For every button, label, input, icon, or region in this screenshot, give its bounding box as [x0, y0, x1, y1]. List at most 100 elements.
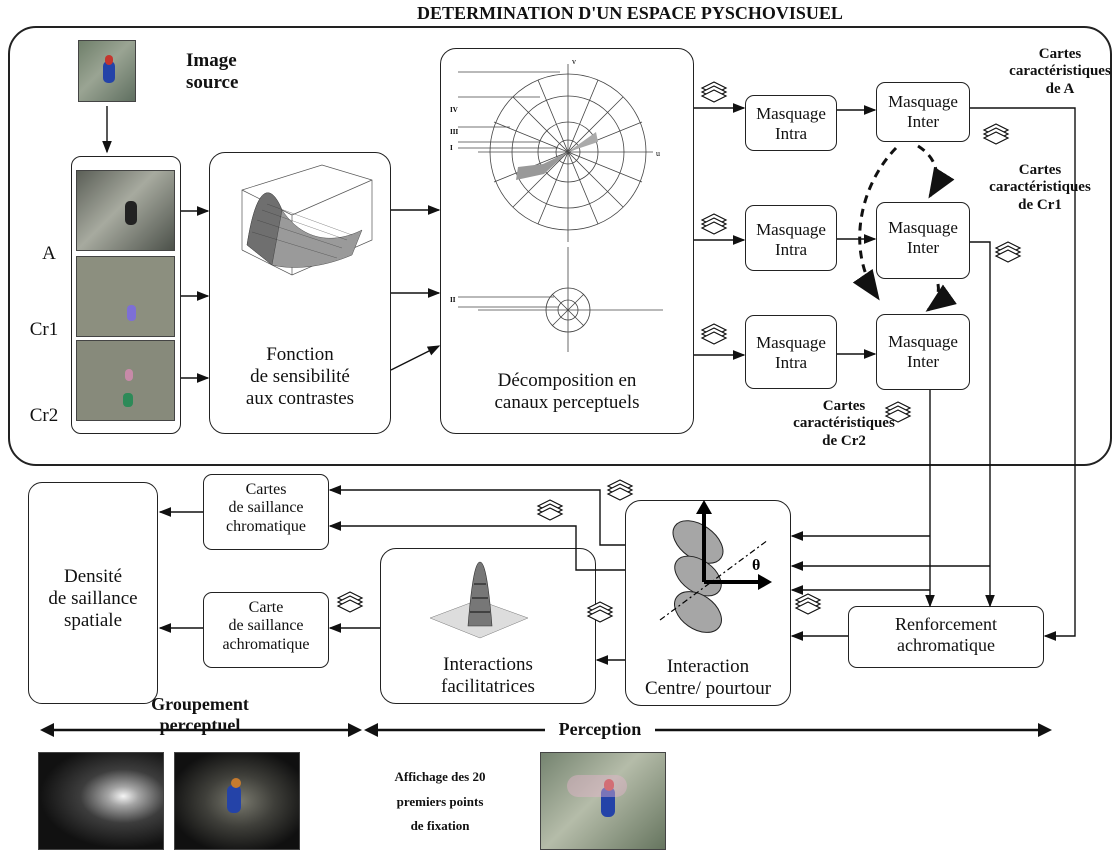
- chromatic-saliency-maps-line2: de saillance: [228, 499, 304, 517]
- csf-label-line2: de sensibilité: [250, 365, 350, 387]
- feature-maps-cr1-line2: caractéristiques: [989, 179, 1091, 196]
- achromatic-reinforcement-line1: Renforcement: [895, 614, 997, 634]
- facilitating-interactions-line2: facilitatrices: [441, 675, 535, 697]
- ring-iv-label: IV: [450, 106, 458, 114]
- saliency-overlay-image: [174, 752, 300, 850]
- ring-ii-label: II: [450, 296, 456, 304]
- masking-intra-cr2-box: [745, 315, 837, 389]
- feature-maps-a-line3: de A: [1045, 80, 1075, 97]
- fixation-points-line1: Affichage des 20: [394, 769, 486, 784]
- spatial-saliency-density-line2: de saillance: [48, 587, 138, 609]
- masking-intra-a-box: [745, 95, 837, 151]
- achromatic-saliency-map-line1: Carte: [248, 599, 284, 616]
- decomposition-label-line2: canaux perceptuels: [494, 391, 640, 413]
- chromatic-saliency-maps-box: [203, 474, 329, 550]
- perceptual-channels-polar-plot: IV III I II v u: [450, 57, 663, 352]
- center-surround-line2: Centre/ pourtour: [644, 677, 772, 699]
- theta-label: θ: [752, 557, 760, 574]
- axis-v-label: v: [572, 57, 576, 66]
- csf-surface-plot: [241, 164, 373, 276]
- masking-inter-cr2-line2: Inter: [906, 351, 940, 371]
- csf-label-line1: Fonction: [266, 344, 334, 365]
- masking-inter-cr2-box: [876, 314, 970, 390]
- masking-intra-a-line2: Intra: [774, 123, 808, 143]
- grouping-label-line1: Groupement: [151, 694, 249, 714]
- masking-intra-cr1-box: [745, 205, 837, 271]
- masking-inter-cr2-line1: Masquage: [888, 332, 958, 351]
- masking-inter-cr1-box: [876, 202, 970, 279]
- source-label-line1: Image: [186, 50, 237, 71]
- channel-a-label: A: [42, 243, 56, 264]
- masking-inter-a-line2: Inter: [906, 111, 940, 131]
- feature-maps-a-line1: Cartes: [1038, 46, 1082, 62]
- feature-maps-cr2-line3: de Cr2: [822, 432, 866, 449]
- csf-label-line3: aux contrastes: [245, 387, 355, 409]
- channel-a-image: [76, 170, 175, 251]
- fixation-points-line2: premiers points: [396, 793, 484, 809]
- decomposition-label-line1: Décomposition en: [497, 370, 637, 391]
- facilitation-surface-plot: [429, 561, 529, 639]
- spatial-saliency-density-box: [28, 482, 158, 704]
- decomposition-label: Décomposition en canaux perceptuels: [443, 370, 691, 414]
- masking-intra-cr1-line1: Masquage: [756, 220, 826, 239]
- masking-intra-cr2-line1: Masquage: [756, 333, 826, 352]
- feature-maps-cr2-line1: Cartes: [822, 398, 866, 414]
- center-surround-line1: Interaction: [666, 656, 750, 677]
- decomposition-box: [440, 48, 694, 434]
- facilitating-interactions-line1: Interactions: [443, 654, 533, 675]
- feature-maps-cr2-line2: caractéristiques: [793, 415, 895, 432]
- fixation-points-label: Affichage des 20 premiers points de fixati…: [360, 765, 520, 839]
- masking-inter-cr1-line2: Inter: [906, 237, 940, 257]
- channel-cr1-image: [76, 256, 175, 337]
- fixation-points-line3: de fixation: [410, 818, 470, 834]
- spatial-saliency-density-line1: Densité: [63, 566, 123, 587]
- source-label-line2: source: [186, 71, 239, 93]
- source-label: Image source: [186, 50, 266, 94]
- feature-maps-cr1-line1: Cartes: [1018, 162, 1062, 178]
- masking-intra-a-line1: Masquage: [756, 104, 826, 123]
- csf-box: [209, 152, 391, 434]
- achromatic-saliency-map-line3: achromatique: [222, 635, 310, 653]
- channel-cr2-label: Cr2: [29, 405, 59, 426]
- masking-inter-a-line1: Masquage: [888, 92, 958, 111]
- diagram-title: DETERMINATION D'UN ESPACE PYSCHOVISUEL: [417, 3, 843, 23]
- masking-intra-cr2-line2: Intra: [774, 352, 808, 372]
- achromatic-saliency-map-box: [203, 592, 329, 668]
- csf-label: Fonction de sensibilité aux contrastes: [212, 344, 388, 410]
- feature-maps-cr1-line3: de Cr1: [1018, 196, 1062, 213]
- spatial-saliency-density-line3: spatiale: [63, 609, 123, 631]
- masking-intra-cr1-line2: Intra: [774, 239, 808, 259]
- channel-cr2-image: [76, 340, 175, 421]
- ring-iii-label: III: [450, 128, 458, 136]
- source-image: [78, 40, 136, 102]
- axis-u-label: u: [656, 149, 660, 158]
- masking-inter-a-box: [876, 82, 970, 142]
- achromatic-reinforcement-box: [848, 606, 1044, 668]
- achromatic-reinforcement-line2: achromatique: [897, 634, 995, 655]
- masking-inter-cr1-line1: Masquage: [888, 218, 958, 237]
- chromatic-saliency-maps-line3: chromatique: [226, 517, 306, 535]
- achromatic-saliency-map-line2: de saillance: [228, 617, 304, 635]
- center-surround-ellipses: θ: [659, 500, 772, 633]
- ring-i-label: I: [450, 144, 453, 152]
- channel-cr1-label: Cr1: [29, 319, 59, 340]
- saliency-density-image: [38, 752, 164, 850]
- feature-maps-a-line2: caractéristiques: [1009, 63, 1111, 80]
- perception-label: Perception: [545, 719, 655, 740]
